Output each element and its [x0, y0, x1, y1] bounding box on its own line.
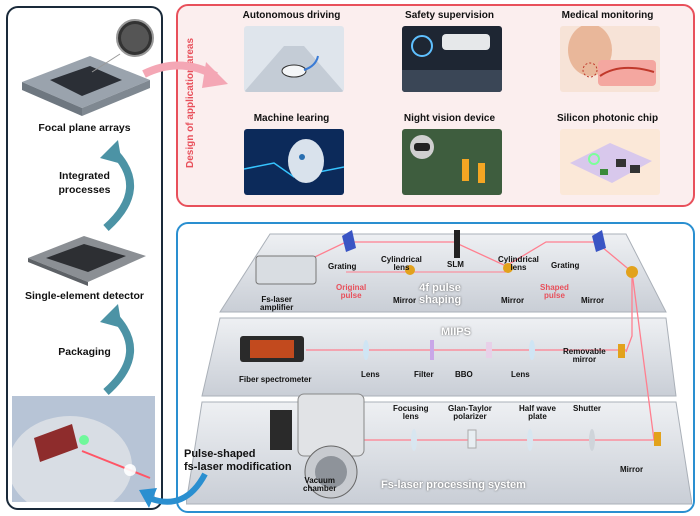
bbo-label: BBO: [455, 370, 473, 379]
half-wave-plate-label: Half wave plate: [519, 404, 556, 422]
cylindrical-lens-right-label: Cylindrical lens: [498, 255, 539, 273]
wafer-laser-image: [12, 396, 155, 502]
integrated-processes-label: Integrated processes: [58, 170, 111, 196]
packaging-label: Packaging: [58, 346, 111, 358]
filter-label: Filter: [414, 370, 434, 379]
grating-left-label: Grating: [328, 262, 357, 271]
app-title-silicon-photonic-chip: Silicon photonic chip: [556, 113, 659, 124]
fiber-spectrometer-label: Fiber spectrometer: [239, 375, 312, 384]
night-vision-image: [402, 129, 502, 195]
focal-plane-array-image: [22, 19, 154, 116]
lens-1-label: Lens: [361, 370, 380, 379]
focusing-lens-label: Focusing lens: [393, 404, 429, 422]
medical-monitoring-image: [560, 26, 660, 92]
original-pulse-label: Original pulse: [336, 283, 367, 301]
safety-supervision-image: [402, 26, 502, 92]
slm-label: SLM: [447, 260, 464, 269]
optical-setup-diagram: [186, 230, 692, 505]
focal-plane-arrays-label: Focal plane arrays: [38, 122, 131, 134]
single-element-detector-label: Single-element detector: [24, 290, 145, 302]
upward-arrow-icon: [100, 140, 135, 231]
pink-arrow-icon: [142, 61, 228, 88]
autonomous-driving-image: [244, 26, 344, 92]
silicon-photonic-chip-image: [560, 129, 660, 195]
fs-laser-amplifier-label: Fs-laser amplifier: [260, 295, 294, 313]
mirror-4-label: Mirror: [620, 465, 644, 474]
processing-stage-label: Fs-laser processing system: [381, 479, 526, 491]
lens-2-label: Lens: [511, 370, 530, 379]
miips-stage-label: MIIPS: [441, 326, 471, 338]
pulse-shaping-stage-label: 4f pulse shaping: [419, 282, 462, 306]
grating-right-label: Grating: [551, 261, 580, 270]
blue-arrow-icon: [139, 472, 208, 508]
app-title-night-vision: Night vision device: [403, 113, 496, 124]
app-title-machine-learning: Machine learing: [253, 113, 330, 124]
removable-mirror-label: Removable mirror: [563, 347, 606, 365]
glan-taylor-polarizer-label: Glan-Taylor polarizer: [448, 404, 492, 422]
single-element-detector-image: [28, 236, 146, 286]
mirror-3-label: Mirror: [581, 296, 605, 305]
upward-arrow-icon: [100, 304, 135, 395]
shaped-pulse-label: Shaped pulse: [540, 283, 569, 301]
machine-learning-image: [244, 129, 344, 195]
app-title-medical-monitoring: Medical monitoring: [561, 10, 654, 21]
pulse-shaped-modification-label: Pulse-shaped fs-laser modification: [184, 448, 292, 473]
app-title-autonomous-driving: Autonomous driving: [242, 10, 341, 21]
mirror-1-label: Mirror: [393, 296, 417, 305]
mirror-2-label: Mirror: [501, 296, 525, 305]
shutter-label: Shutter: [573, 404, 601, 413]
cylindrical-lens-left-label: Cylindrical lens: [381, 255, 422, 273]
vacuum-chamber-label: Vacuum chamber: [303, 476, 337, 494]
app-title-safety-supervision: Safety supervision: [405, 10, 494, 21]
